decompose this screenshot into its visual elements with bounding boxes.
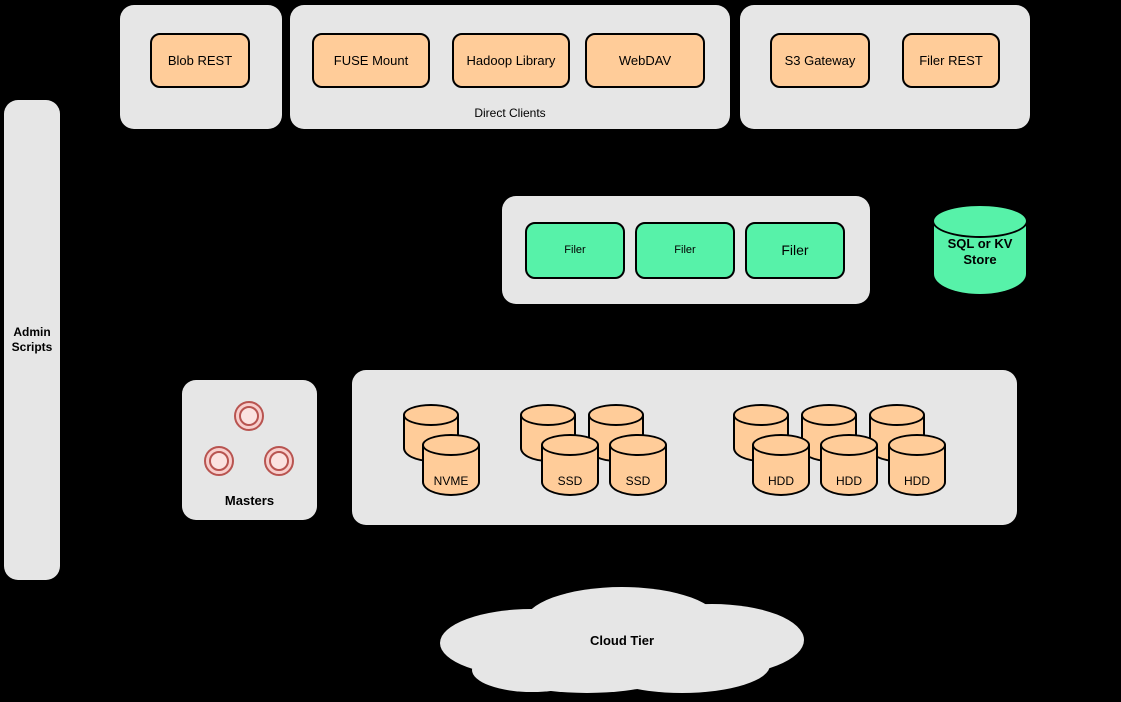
- masters-label: Masters: [224, 493, 275, 508]
- filer-label-1: Filer: [564, 243, 586, 256]
- hdd-disk-front-3: HDD: [888, 434, 946, 496]
- cylinder-top: [403, 404, 459, 426]
- cylinder-top: [820, 434, 878, 456]
- blob-rest-label: Blob REST: [167, 52, 233, 68]
- fuse-mount-label: FUSE Mount: [333, 52, 409, 68]
- nvme-disk-front: NVME: [422, 434, 480, 496]
- filer-label-3: Filer: [781, 242, 809, 259]
- filer-group: Filer Filer Filer: [502, 196, 870, 304]
- cloud-tier-shape: Cloud Tier: [437, 585, 807, 697]
- cylinder-top: [609, 434, 667, 456]
- cylinder-top: [541, 434, 599, 456]
- filer-rest-node: Filer REST: [902, 33, 1000, 88]
- filer-node-3: Filer: [745, 222, 845, 279]
- hdd-label-3: HDD: [904, 474, 930, 488]
- cylinder-top: [869, 404, 925, 426]
- hadoop-library-label: Hadoop Library: [466, 52, 556, 68]
- ssd-label-2: SSD: [625, 474, 651, 488]
- webdav-node: WebDAV: [585, 33, 705, 88]
- cloud-tier-label: Cloud Tier: [589, 633, 655, 648]
- cylinder-top: [422, 434, 480, 456]
- hdd-disk-front-1: HDD: [752, 434, 810, 496]
- sql-kv-store-cylinder: SQL or KV Store: [932, 204, 1028, 296]
- filer-label-2: Filer: [674, 243, 696, 256]
- hadoop-library-node: Hadoop Library: [452, 33, 570, 88]
- cylinder-top: [752, 434, 810, 456]
- filer-node-1: Filer: [525, 222, 625, 279]
- gateway-group: S3 Gateway Filer REST: [740, 5, 1030, 129]
- webdav-label: WebDAV: [618, 52, 672, 68]
- blob-client-group: Blob REST: [120, 5, 282, 129]
- hdd-label-2: HDD: [836, 474, 862, 488]
- master-node-circle-3: [264, 446, 294, 476]
- hdd-disk-front-2: HDD: [820, 434, 878, 496]
- ssd-disk-front-2: SSD: [609, 434, 667, 496]
- direct-clients-group: FUSE Mount Hadoop Library WebDAV Direct …: [290, 5, 730, 129]
- fuse-mount-node: FUSE Mount: [312, 33, 430, 88]
- cloud-icon: [440, 587, 804, 693]
- s3-gateway-label: S3 Gateway: [784, 52, 856, 68]
- filer-node-2: Filer: [635, 222, 735, 279]
- volume-servers-group: NVME SSD SSD HDD HDD: [352, 370, 1017, 525]
- sql-kv-store-label: SQL or KV Store: [947, 236, 1013, 268]
- s3-gateway-node: S3 Gateway: [770, 33, 870, 88]
- cylinder-top: [888, 434, 946, 456]
- admin-scripts-label: Admin Scripts: [11, 325, 53, 354]
- blob-rest-node: Blob REST: [150, 33, 250, 88]
- cylinder-top: [733, 404, 789, 426]
- masters-group: Masters: [182, 380, 317, 520]
- hdd-label-1: HDD: [768, 474, 794, 488]
- direct-clients-caption: Direct Clients: [474, 106, 546, 120]
- cylinder-top: [932, 204, 1028, 238]
- ssd-label-1: SSD: [557, 474, 583, 488]
- master-node-circle-2: [204, 446, 234, 476]
- filer-rest-label: Filer REST: [919, 52, 983, 68]
- ssd-disk-front-1: SSD: [541, 434, 599, 496]
- cylinder-top: [588, 404, 644, 426]
- admin-scripts-bar: Admin Scripts: [4, 100, 60, 580]
- cylinder-top: [801, 404, 857, 426]
- cylinder-top: [520, 404, 576, 426]
- nvme-label: NVME: [433, 474, 469, 488]
- master-node-circle-1: [234, 401, 264, 431]
